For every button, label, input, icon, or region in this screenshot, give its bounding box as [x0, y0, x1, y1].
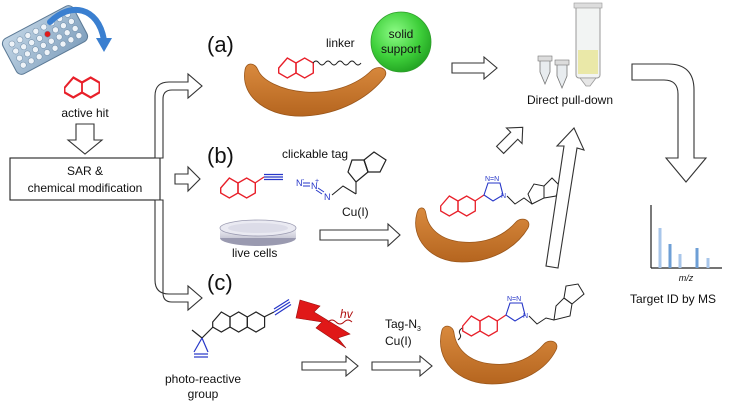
ligand-c-product: N=N N	[457, 283, 585, 341]
plate-well	[35, 53, 43, 60]
plate-well	[40, 23, 48, 31]
plate-well	[51, 44, 59, 52]
active-hit-label: active hit	[61, 106, 109, 120]
protein-c	[440, 325, 558, 385]
svg-text:N=N: N=N	[507, 296, 521, 303]
linker-line	[312, 60, 362, 66]
plate-well	[24, 50, 31, 58]
live-cells-label: live cells	[232, 246, 277, 260]
linker-label: linker	[326, 36, 355, 50]
arrow-a-to-pulldown	[451, 55, 498, 81]
plate-well	[43, 49, 51, 56]
lightning-icon	[295, 299, 351, 349]
sar-box: SAR & chemical modification	[9, 157, 161, 201]
svg-text:N: N	[296, 178, 303, 188]
protein-b	[415, 207, 530, 263]
sar-label-line1: SAR &	[67, 164, 103, 178]
svg-text:-: -	[302, 177, 305, 184]
arrow-pulldown-to-ms	[631, 63, 708, 183]
tag-n3-label: Tag-N3	[385, 317, 421, 333]
plate-well	[32, 46, 39, 53]
solid-support-bead: solid support	[370, 11, 432, 73]
tube-icon	[537, 55, 570, 90]
panel-b-label: (b)	[207, 143, 234, 168]
hv-label: hv	[340, 307, 354, 321]
clickable-tag-label: clickable tag	[282, 147, 348, 161]
svg-text:Tag-N3: Tag-N3	[385, 317, 421, 333]
plate-well	[36, 35, 43, 42]
plate-well	[32, 28, 40, 35]
ligand-b	[220, 173, 283, 199]
branch-arrows	[154, 72, 203, 312]
plate-well	[63, 29, 71, 36]
svg-text:N: N	[523, 313, 528, 320]
petri-dish-icon	[219, 219, 297, 246]
ligand-b-product: N=N N	[440, 176, 561, 217]
panel-a-label: (a)	[207, 32, 234, 57]
plate-well	[68, 18, 75, 25]
panel-c-label: (c)	[207, 270, 233, 295]
plate-well	[40, 42, 47, 49]
svg-text:N=N: N=N	[485, 176, 499, 183]
plate-well	[24, 32, 32, 39]
photo-reactive-line2: group	[188, 387, 219, 401]
plate-well	[52, 26, 59, 34]
curved-arrow-icon	[47, 6, 112, 52]
arrow-c1	[301, 354, 359, 378]
ligand-a	[278, 57, 314, 79]
mass-spectrum-icon	[650, 205, 722, 269]
plate-well	[67, 36, 75, 44]
azide-tag: N - N + N	[296, 177, 357, 202]
plate-well	[20, 43, 27, 51]
bicyclic-tag	[347, 151, 387, 183]
plate-well	[16, 54, 23, 62]
svg-text:+: +	[315, 178, 319, 185]
plate-well	[60, 22, 67, 29]
ms-axis-label: m/z	[679, 273, 694, 283]
plate-well	[59, 40, 67, 48]
plate-well	[71, 25, 79, 32]
solid-support-line1: solid	[389, 27, 414, 41]
plate-well	[27, 57, 35, 65]
hit-well	[44, 30, 51, 38]
plate-well	[28, 39, 35, 46]
plate-well	[55, 33, 63, 41]
cu-i-c-label: Cu(I)	[385, 334, 412, 348]
ligand-c	[212, 298, 292, 333]
arrow-c-to-pulldown	[545, 127, 585, 269]
plate-well	[16, 36, 24, 43]
cu-i-label: Cu(I)	[342, 205, 369, 219]
arrow-b-to-pulldown	[495, 126, 524, 155]
target-id-label: Target ID by MS	[630, 292, 716, 306]
diazirine-group	[191, 326, 214, 358]
active-hit-molecule	[64, 76, 100, 99]
svg-text:N: N	[311, 181, 318, 191]
down-arrow	[66, 123, 104, 155]
arrow-c2	[371, 354, 433, 378]
well-plate-icon	[1, 5, 89, 75]
sar-label-line2: chemical modification	[28, 181, 143, 195]
direct-pulldown-label: Direct pull-down	[527, 93, 613, 107]
svg-text:N: N	[324, 192, 331, 202]
plate-well	[75, 32, 83, 39]
solid-support-line2: support	[381, 42, 422, 56]
svg-text:N: N	[501, 193, 506, 200]
spin-column-icon	[573, 2, 603, 87]
plate-well	[20, 61, 27, 69]
plate-well	[8, 40, 16, 48]
arrow-b-to-product	[319, 222, 401, 248]
plate-well	[48, 37, 55, 45]
photo-reactive-line1: photo-reactive	[165, 372, 241, 386]
plate-well	[12, 47, 20, 55]
protein-a	[244, 63, 387, 117]
